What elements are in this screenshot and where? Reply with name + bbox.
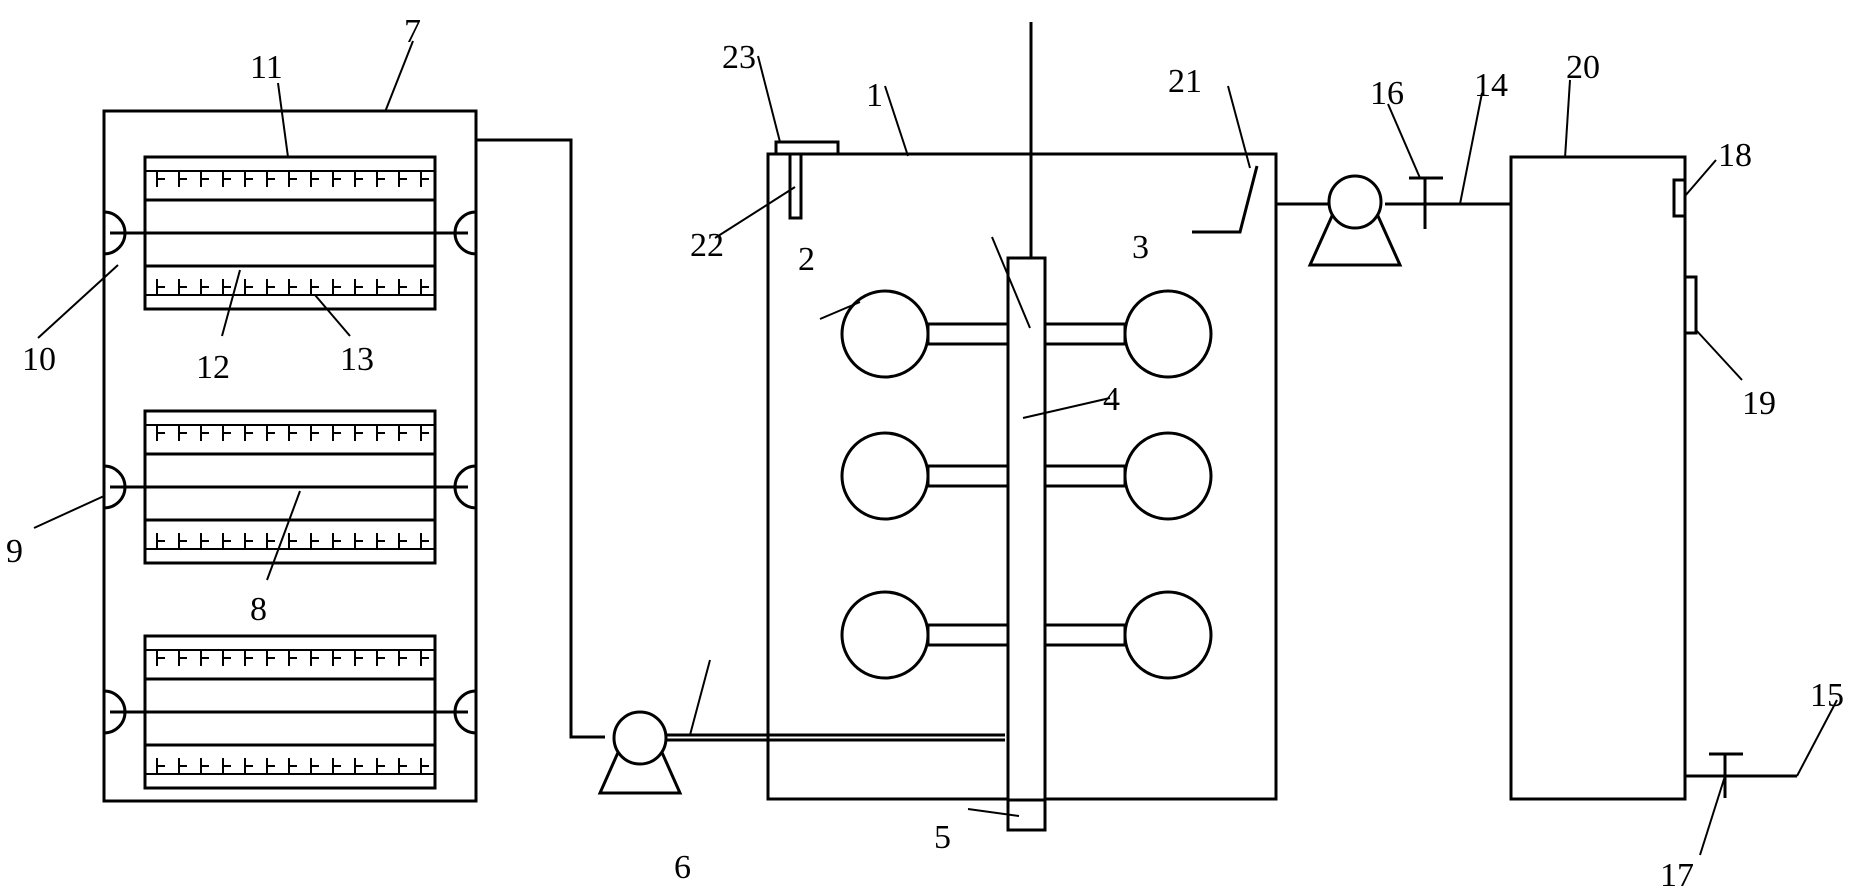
label-21: 21 <box>1168 63 1202 100</box>
electrode-teeth <box>156 171 429 774</box>
label-12: 12 <box>196 349 230 386</box>
sphere-row-2 <box>840 431 1213 521</box>
sphere-row-1 <box>840 289 1213 379</box>
label-2: 2 <box>798 241 815 278</box>
feed-pump <box>597 710 683 795</box>
label-10: 10 <box>22 341 56 378</box>
label-15: 15 <box>1810 677 1844 714</box>
storage-tank <box>1509 155 1797 801</box>
label-7: 7 <box>404 13 421 50</box>
label-19: 19 <box>1742 385 1776 422</box>
feed-pipe <box>476 138 1005 742</box>
label-13: 13 <box>340 341 374 378</box>
label-5: 5 <box>934 819 951 856</box>
label-8: 8 <box>250 591 267 628</box>
label-16: 16 <box>1370 75 1404 112</box>
label-1: 1 <box>866 77 883 114</box>
label-6: 6 <box>674 849 691 886</box>
label-11: 11 <box>250 49 283 86</box>
label-22: 22 <box>690 227 724 264</box>
leader-lines <box>33 40 1838 856</box>
label-14: 14 <box>1474 67 1508 104</box>
label-18: 18 <box>1718 137 1752 174</box>
label-3: 3 <box>1132 229 1149 266</box>
label-9: 9 <box>6 533 23 570</box>
transfer-line <box>1276 174 1511 267</box>
label-23: 23 <box>722 39 756 76</box>
electrode-module-middle <box>103 409 477 565</box>
reaction-tank <box>766 22 1278 832</box>
sphere-row-3 <box>840 590 1213 680</box>
label-4: 4 <box>1103 381 1120 418</box>
electrode-cabinet <box>102 109 478 803</box>
number-labels: 7 11 10 12 13 9 8 6 23 22 1 2 3 4 5 21 1… <box>6 13 1844 893</box>
label-20: 20 <box>1566 49 1600 86</box>
electrode-module-top <box>103 155 477 311</box>
label-17: 17 <box>1660 857 1694 893</box>
